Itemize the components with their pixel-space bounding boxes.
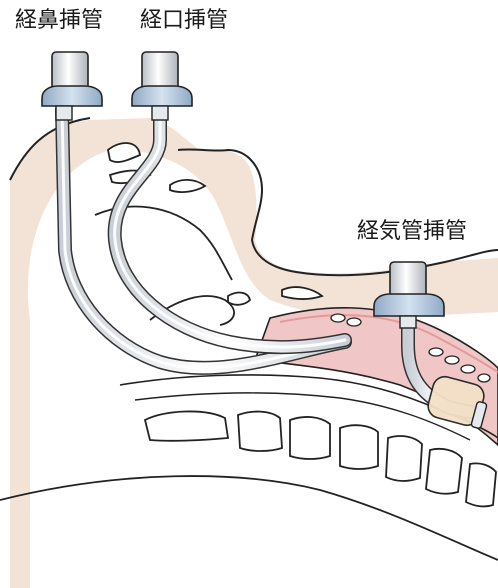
neck-back <box>0 475 498 561</box>
tracheal-connector <box>373 261 445 329</box>
esophagus-lower <box>134 392 471 441</box>
tracheal-rings <box>330 313 491 383</box>
tracheal-tube <box>401 315 488 429</box>
nasal-tube <box>55 103 352 375</box>
label-tracheal: 経気管挿管 <box>357 219 467 244</box>
tissue-area <box>27 149 498 588</box>
face-outline <box>9 117 498 277</box>
trachea-inner <box>279 314 498 373</box>
label-oral: 経口挿管 <box>140 8 228 33</box>
oral-connector <box>131 51 193 121</box>
label-nasal: 経鼻挿管 <box>15 8 103 33</box>
nasal-connector <box>41 51 103 121</box>
vertebrae <box>143 410 497 508</box>
oral-tube <box>107 103 352 355</box>
tongue-outline <box>149 295 235 326</box>
uvula <box>227 291 251 306</box>
epiglottis <box>281 286 324 300</box>
